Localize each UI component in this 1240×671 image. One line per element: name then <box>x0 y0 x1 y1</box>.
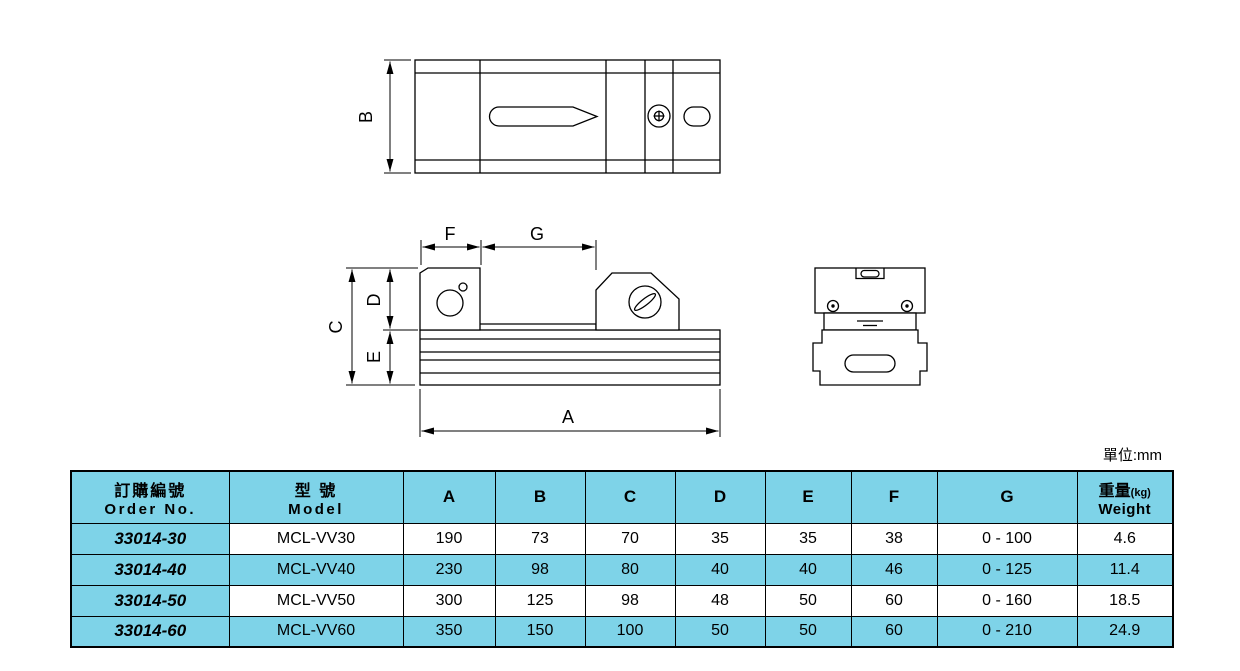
value-cell: 300 <box>402 584 496 617</box>
dim-label-d: D <box>364 294 384 307</box>
value-cell: 60 <box>850 615 938 648</box>
vise-base <box>419 329 721 386</box>
end-view-screw-holes <box>826 299 914 313</box>
value-cell: 50 <box>764 615 852 648</box>
header-weight-en: Weight <box>1098 500 1152 518</box>
value-cell: 98 <box>584 584 676 617</box>
value-cell: 0 - 125 <box>936 553 1078 586</box>
header-order-no-zh: 訂購編號 <box>114 482 187 500</box>
value-cell: 11.4 <box>1076 553 1174 586</box>
value-cell: 125 <box>494 584 586 617</box>
top-view-slot <box>488 106 599 127</box>
movable-jaw <box>595 272 680 331</box>
dimension-b: B <box>356 59 411 174</box>
value-cell: 0 - 160 <box>936 584 1078 617</box>
header-col-a: A <box>402 470 496 524</box>
top-view-screw <box>647 104 671 128</box>
order-no-cell: 33014-50 <box>70 584 230 617</box>
dim-label-b: B <box>356 111 376 123</box>
value-cell: 50 <box>674 615 766 648</box>
value-cell: 60 <box>850 584 938 617</box>
header-col-b: B <box>494 470 586 524</box>
header-model: 型 號 Model <box>228 470 404 524</box>
model-cell: MCL-VV40 <box>228 553 404 586</box>
dim-label-g: G <box>530 224 544 244</box>
header-model-en: Model <box>288 500 344 518</box>
model-cell: MCL-VV60 <box>228 615 404 648</box>
end-view-drawing <box>812 267 928 386</box>
end-view-oval-slot <box>844 354 896 373</box>
dimension-a: A <box>419 389 721 437</box>
end-view-top-slot <box>860 269 880 278</box>
dimension-c-d-e: C D E <box>326 267 418 386</box>
model-cell: MCL-VV50 <box>228 584 404 617</box>
value-cell: 230 <box>402 553 496 586</box>
table-header-row: 訂購編號 Order No. 型 號 Model A B C D E F G 重… <box>70 470 1174 524</box>
dim-label-a: A <box>562 407 574 427</box>
header-col-c: C <box>584 470 676 524</box>
dimension-f-g: F G <box>420 224 597 270</box>
dim-label-c: C <box>326 321 346 334</box>
value-cell: 38 <box>850 522 938 555</box>
value-cell: 46 <box>850 553 938 586</box>
value-cell: 50 <box>764 584 852 617</box>
table-row: 33014-30 MCL-VV30 190 73 70 35 35 38 0 -… <box>70 522 1174 555</box>
dim-label-f: F <box>445 224 456 244</box>
header-weight-zh: 重量(kg) <box>1098 482 1151 500</box>
header-col-e: E <box>764 470 852 524</box>
value-cell: 40 <box>764 553 852 586</box>
header-col-f: F <box>850 470 938 524</box>
dim-label-e: E <box>364 351 384 363</box>
value-cell: 150 <box>494 615 586 648</box>
technical-drawings: B F G <box>326 59 928 437</box>
value-cell: 18.5 <box>1076 584 1174 617</box>
header-order-no: 訂購編號 Order No. <box>70 470 230 524</box>
value-cell: 98 <box>494 553 586 586</box>
value-cell: 35 <box>764 522 852 555</box>
order-no-cell: 33014-40 <box>70 553 230 586</box>
value-cell: 48 <box>674 584 766 617</box>
header-weight: 重量(kg) Weight <box>1076 470 1174 524</box>
value-cell: 80 <box>584 553 676 586</box>
order-no-cell: 33014-60 <box>70 615 230 648</box>
value-cell: 0 - 100 <box>936 522 1078 555</box>
value-cell: 40 <box>674 553 766 586</box>
order-no-cell: 33014-30 <box>70 522 230 555</box>
fixed-jaw <box>419 267 481 331</box>
header-col-g: G <box>936 470 1078 524</box>
model-cell: MCL-VV30 <box>228 522 404 555</box>
top-view-small-slot <box>683 106 711 127</box>
header-order-no-en: Order No. <box>104 500 197 518</box>
value-cell: 190 <box>402 522 496 555</box>
value-cell: 100 <box>584 615 676 648</box>
header-model-zh: 型 號 <box>294 482 338 500</box>
value-cell: 0 - 210 <box>936 615 1078 648</box>
header-col-d: D <box>674 470 766 524</box>
value-cell: 70 <box>584 522 676 555</box>
table-row: 33014-60 MCL-VV60 350 150 100 50 50 60 0… <box>70 615 1174 648</box>
table-row: 33014-50 MCL-VV50 300 125 98 48 50 60 0 … <box>70 584 1174 617</box>
spec-table: 訂購編號 Order No. 型 號 Model A B C D E F G 重… <box>70 470 1174 648</box>
side-view-drawing: F G C D E A <box>326 224 721 437</box>
value-cell: 24.9 <box>1076 615 1174 648</box>
value-cell: 35 <box>674 522 766 555</box>
value-cell: 4.6 <box>1076 522 1174 555</box>
value-cell: 73 <box>494 522 586 555</box>
unit-note: 單位:mm <box>1102 447 1162 464</box>
top-view-drawing: B <box>356 59 721 174</box>
value-cell: 350 <box>402 615 496 648</box>
table-row: 33014-40 MCL-VV40 230 98 80 40 40 46 0 -… <box>70 553 1174 586</box>
